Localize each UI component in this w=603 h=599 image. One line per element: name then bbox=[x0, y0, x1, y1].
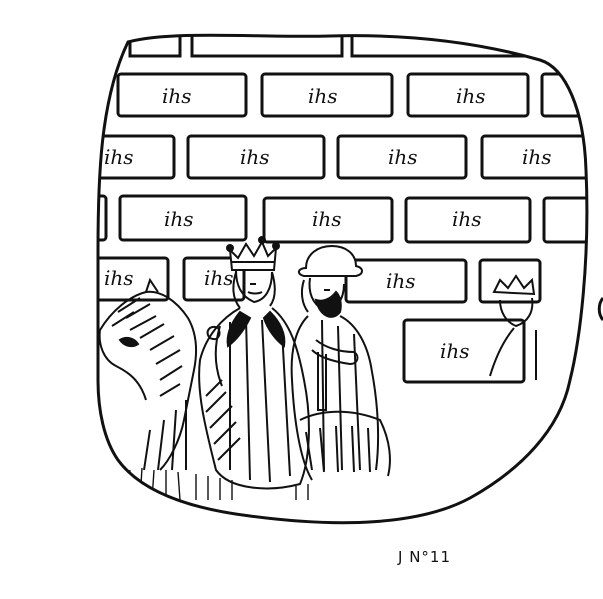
brick-inscription: ihs bbox=[522, 145, 552, 169]
brick-inscription: ihs bbox=[386, 269, 416, 293]
brick bbox=[182, 256, 246, 302]
brick-inscription: ihs bbox=[104, 266, 134, 290]
brick-inscription: ihs bbox=[240, 145, 270, 169]
brick-inscription: ihs bbox=[440, 339, 470, 363]
catalogue-label: J N°11 bbox=[398, 548, 451, 566]
brick-inscription: ihs bbox=[456, 84, 486, 108]
brick bbox=[98, 256, 170, 302]
brick-inscription: ihs bbox=[452, 207, 482, 231]
brick bbox=[406, 72, 530, 118]
brick-inscription: ihs bbox=[104, 145, 134, 169]
brick bbox=[118, 194, 248, 242]
brick bbox=[404, 196, 532, 244]
brick bbox=[98, 194, 108, 242]
margin-mark bbox=[597, 297, 603, 321]
brick bbox=[344, 258, 468, 304]
brick bbox=[186, 134, 326, 180]
crowned-figure-right bbox=[489, 274, 537, 380]
brick-inscription: ihs bbox=[162, 84, 192, 108]
brick-inscriptions: ihs ihs ihs ihs ihs ihs ihs ihs ihs ihs … bbox=[104, 84, 552, 363]
brick bbox=[478, 258, 542, 304]
king-figure bbox=[198, 236, 310, 490]
brick bbox=[116, 72, 248, 118]
brick-wall bbox=[98, 35, 587, 384]
horse-figure bbox=[98, 277, 197, 471]
brick-inscription: ihs bbox=[204, 266, 234, 290]
fragment-outline bbox=[96, 33, 589, 525]
brick bbox=[262, 196, 394, 244]
brick-inscription: ihs bbox=[164, 207, 194, 231]
brick-inscription: ihs bbox=[312, 207, 342, 231]
brick bbox=[402, 318, 526, 384]
brick bbox=[98, 134, 176, 180]
brick-inscription: ihs bbox=[308, 84, 338, 108]
courtier-figure bbox=[290, 244, 391, 481]
brick bbox=[260, 72, 394, 118]
brick bbox=[542, 196, 587, 244]
brick bbox=[336, 134, 468, 180]
brick-inscription: ihs bbox=[388, 145, 418, 169]
brick bbox=[480, 134, 587, 180]
